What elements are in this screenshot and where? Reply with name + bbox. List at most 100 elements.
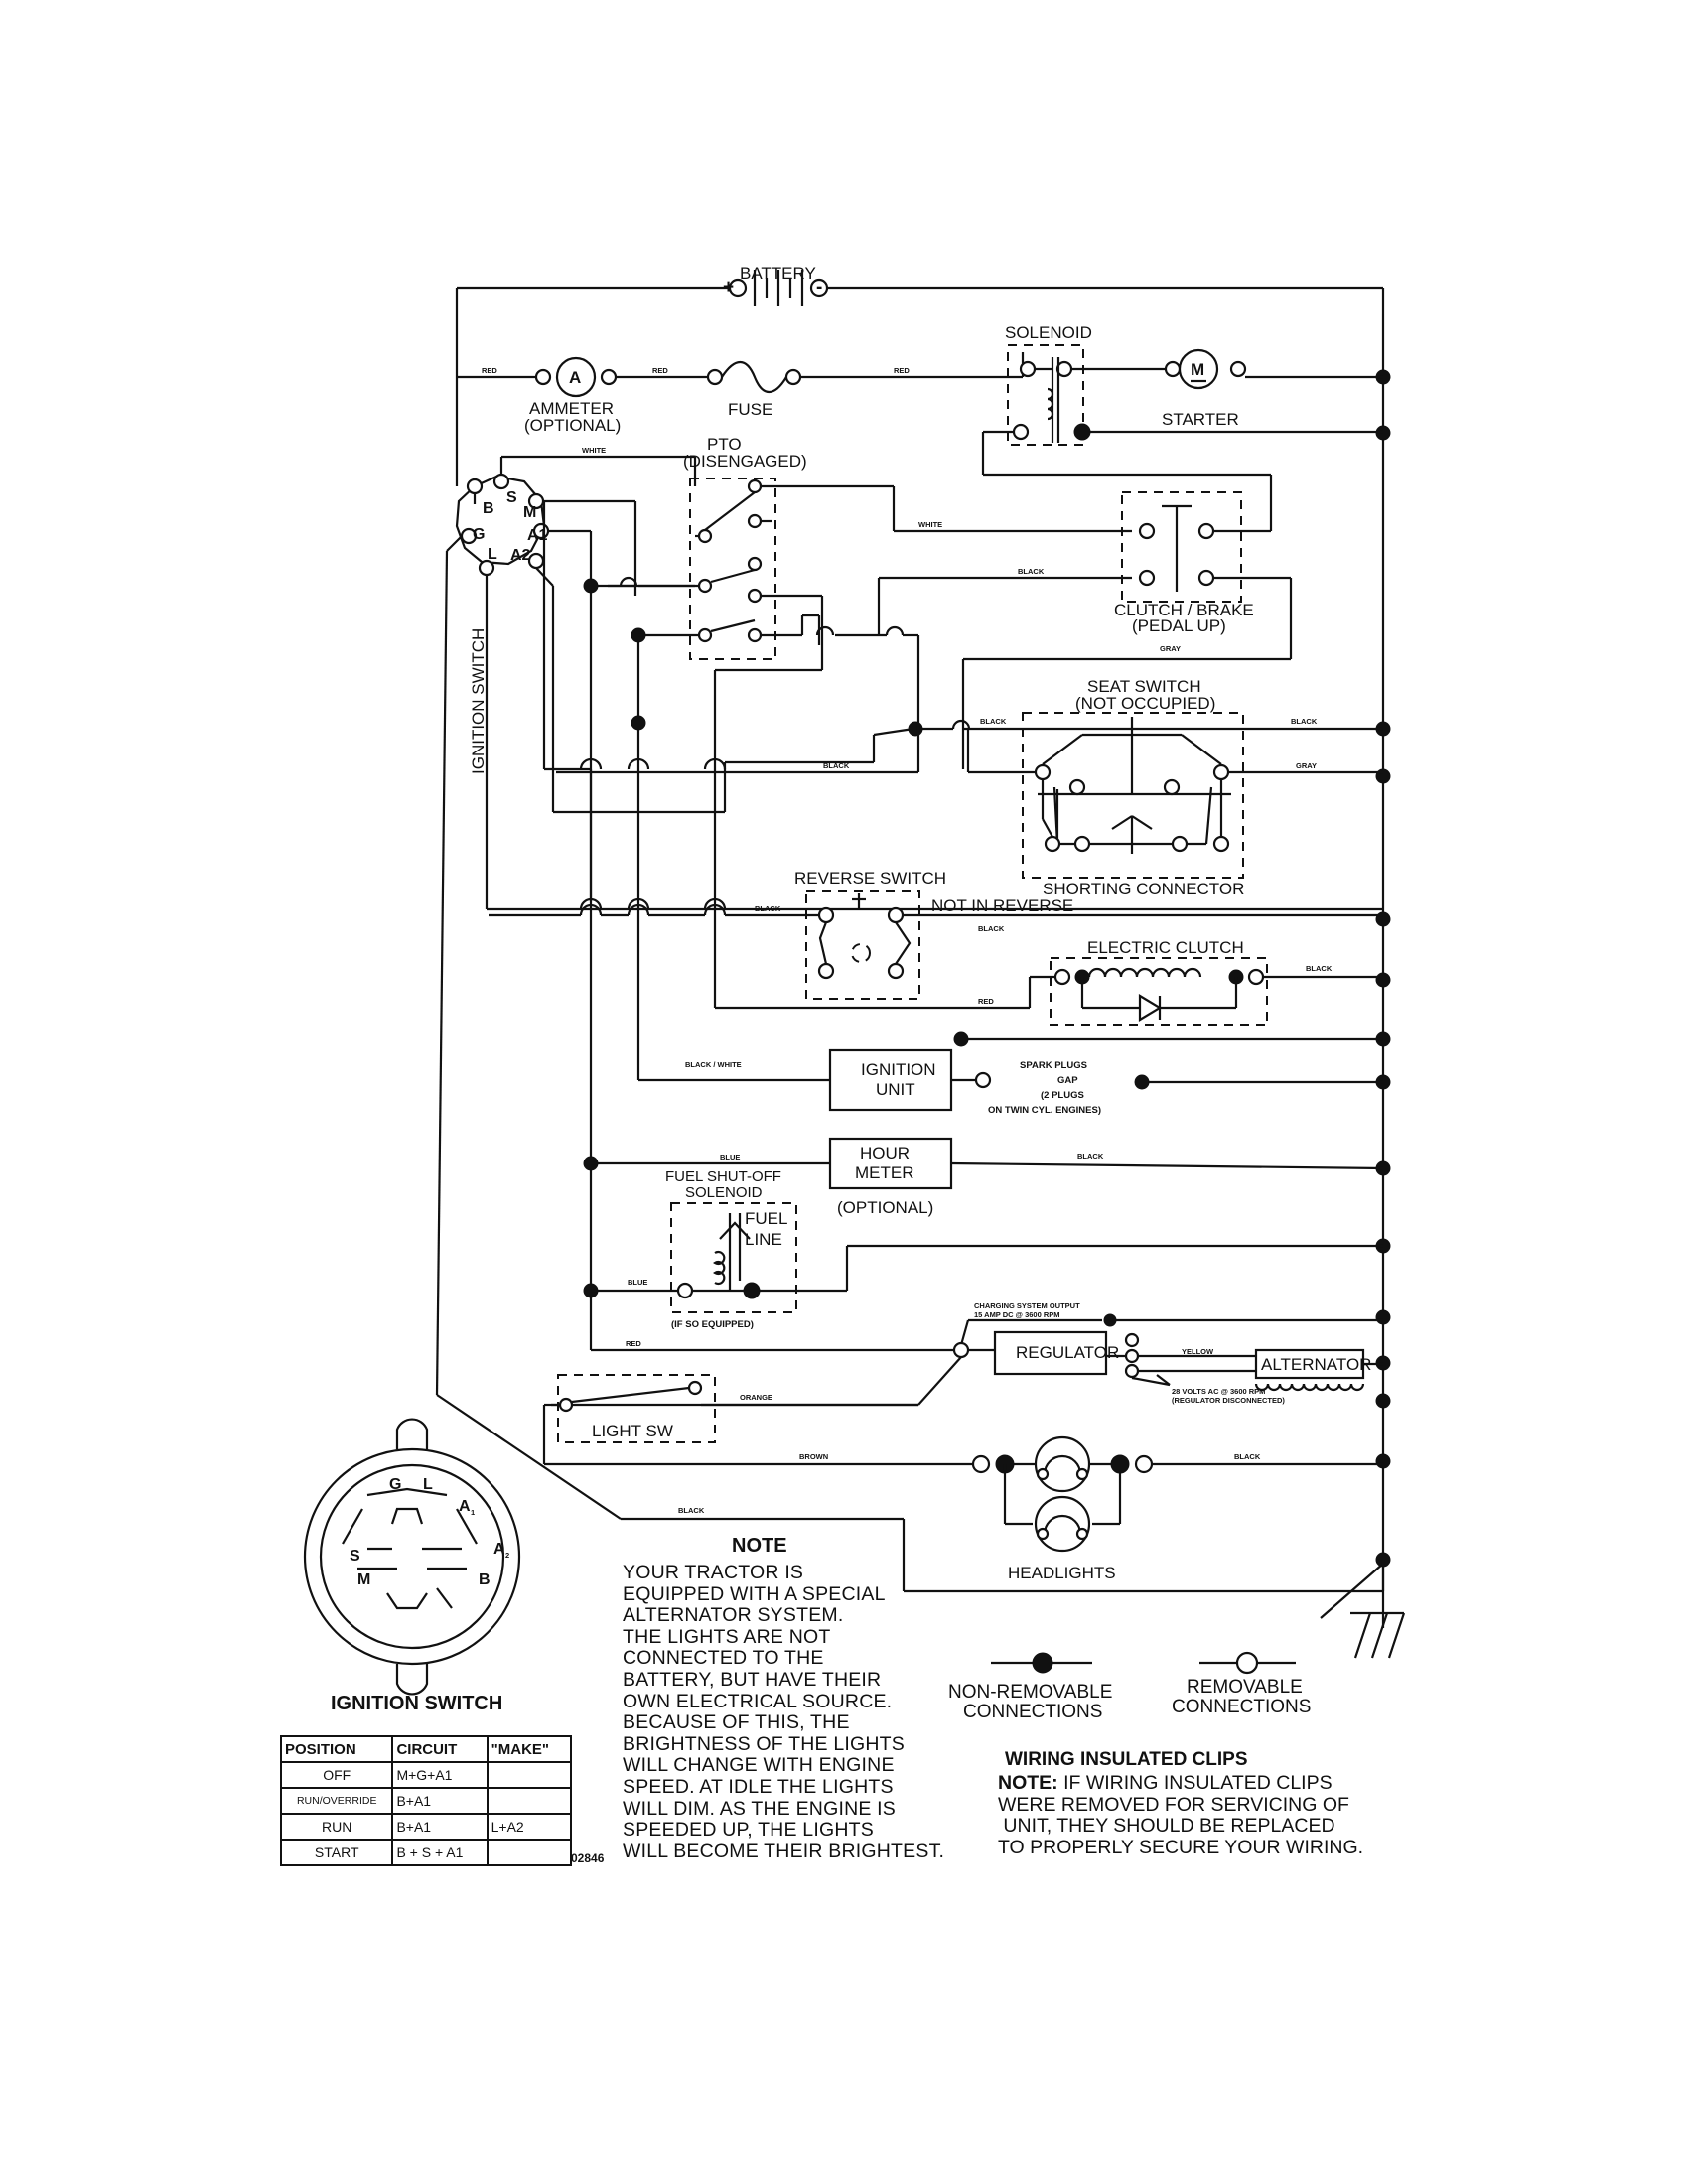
headlights: BLACK HEADLIGHTS [971, 1435, 1383, 1582]
light-switch: LIGHT SW ORANGE BROWN [542, 1374, 973, 1466]
header-make: "MAKE" [486, 1735, 573, 1763]
spark-plugs-label-3: (2 PLUGS [1041, 1090, 1084, 1101]
wire-color-red: RED [652, 366, 668, 375]
clips-note-line: TO PROPERLY SECURE YOUR WIRING. [998, 1836, 1364, 1858]
starter: M STARTER [1162, 348, 1383, 429]
wire-color-white: WHITE [918, 520, 942, 529]
note-line: WILL CHANGE WITH ENGINE [623, 1754, 895, 1777]
ignition-unit: IGNITION UNIT BLACK / WHITE SPARK PLUGS … [636, 1048, 1383, 1116]
clips-note-line: UNIT, THEY SHOULD BE REPLACED [998, 1815, 1335, 1838]
ignition-unit-label-2: UNIT [876, 1080, 915, 1099]
row-extra [486, 1761, 573, 1789]
hour-meter-optional: (OPTIONAL) [837, 1198, 933, 1217]
row-extra [486, 1839, 573, 1866]
wire-color-white: WHITE [582, 446, 606, 455]
alternator-label: ALTERNATOR [1261, 1355, 1371, 1374]
table-row: OFF M+G+A1 [279, 1761, 573, 1789]
fuel-solenoid-label-2: SOLENOID [685, 1184, 763, 1201]
wire-color-black: BLACK [755, 904, 781, 913]
ignition-switch-table: POSITION CIRCUIT "MAKE" OFF M+G+A1 RUN/O… [279, 1735, 573, 1866]
seat-switch-sublabel: (NOT OCCUPIED) [1075, 694, 1215, 713]
wiring-clips-note: NOTE: IF WIRING INSULATED CLIPS WERE REM… [998, 1772, 1364, 1858]
note-line: BECAUSE OF THIS, THE [623, 1711, 850, 1734]
row-position: OFF [279, 1761, 394, 1789]
wire-color-brown: BROWN [799, 1452, 828, 1461]
wire-color-black-white: BLACK / WHITE [685, 1060, 742, 1069]
wire-color-black: BLACK [1077, 1152, 1104, 1160]
face-b: B [479, 1571, 491, 1588]
row-circuit: B+A1 [391, 1813, 489, 1841]
ground-symbol [1387, 1612, 1406, 1659]
alternator-volts-label-1: 28 VOLTS AC @ 3600 RPM [1172, 1387, 1265, 1396]
seat-switch-label: SEAT SWITCH [1087, 677, 1201, 696]
regulator: CHARGING SYSTEM OUTPUT 15 AMP DC @ 3600 … [551, 1301, 1383, 1407]
reverse-switch-label: REVERSE SWITCH [794, 869, 946, 887]
junction [953, 1031, 969, 1047]
clutch-brake-sublabel: (PEDAL UP) [1132, 616, 1226, 635]
solenoid-label: SOLENOID [1005, 323, 1092, 341]
battery-plus: + [723, 277, 734, 298]
face-a2-sub: 2 [505, 1551, 509, 1560]
starter-label: STARTER [1162, 410, 1239, 429]
shorting-connector-label: SHORTING CONNECTOR [1043, 880, 1244, 898]
not-in-reverse-label: NOT IN REVERSE [931, 896, 1073, 915]
wire-color-blue: BLUE [628, 1278, 647, 1287]
ammeter: A AMMETER (OPTIONAL) RED [457, 356, 621, 435]
starter-symbol: M [1191, 360, 1204, 379]
header-position: POSITION [279, 1735, 394, 1763]
spark-plugs-label-2: GAP [1057, 1075, 1078, 1086]
junction [583, 578, 599, 594]
face-l: L [423, 1476, 433, 1493]
note-line: WILL BECOME THEIR BRIGHTEST. [623, 1840, 945, 1862]
pin-s: S [506, 489, 517, 506]
removable-label-1: REMOVABLE [1187, 1677, 1303, 1698]
reverse-switch: REVERSE SWITCH BLACK NOT IN REVERSE BLAC… [745, 869, 1383, 1000]
junction [908, 721, 923, 737]
pin-m: M [523, 504, 536, 521]
note-line: WILL DIM. AS THE ENGINE IS [623, 1797, 897, 1820]
non-removable-label-2: CONNECTIONS [963, 1702, 1102, 1722]
note-line: YOUR TRACTOR IS [623, 1562, 804, 1583]
ignition-unit-label-1: IGNITION [861, 1060, 936, 1079]
wire-color-black: BLACK [1234, 1452, 1261, 1461]
charging-output-label-2: 15 AMP DC @ 3600 RPM [974, 1310, 1060, 1319]
wire-color-red: RED [978, 997, 994, 1006]
regulator-label: REGULATOR [1016, 1343, 1119, 1362]
drawing-number: 02846 [571, 1851, 605, 1865]
row-circuit: B + S + A1 [391, 1839, 489, 1866]
face-s: S [350, 1548, 360, 1565]
fuel-solenoid-label-1: FUEL SHUT-OFF [665, 1168, 781, 1185]
table-row: RUN B+A1 L+A2 [279, 1813, 573, 1841]
wire-color-gray: GRAY [1160, 644, 1181, 653]
ignition-switch-vertical-label: IGNITION SWITCH [469, 628, 488, 774]
alternator-volts-label-2: (REGULATOR DISCONNECTED) [1172, 1396, 1285, 1405]
wire-color-black: BLACK [1018, 567, 1045, 576]
wire-color-black: BLACK [1291, 717, 1318, 726]
wire-color-black: BLACK [980, 717, 1007, 726]
wire-color-black: BLACK [823, 761, 850, 770]
face-g: G [389, 1476, 401, 1493]
row-position: RUN/OVERRIDE [279, 1787, 394, 1815]
note-line: CONNECTED TO THE [623, 1647, 824, 1670]
charging-output-label-1: CHARGING SYSTEM OUTPUT [974, 1301, 1080, 1310]
electric-clutch: ELECTRIC CLUTCH BLACK RED [715, 938, 1383, 1026]
face-a1: A [459, 1498, 471, 1515]
pin-a2: A2 [510, 547, 531, 564]
pin-l: L [488, 546, 497, 563]
ammeter-optional: (OPTIONAL) [524, 416, 621, 435]
row-circuit: M+G+A1 [391, 1761, 489, 1789]
battery-label: BATTERY [740, 264, 816, 283]
wire-color-orange: ORANGE [740, 1393, 772, 1402]
alternator: ALTERNATOR [1254, 1348, 1383, 1392]
note-body: YOUR TRACTOR IS EQUIPPED WITH A SPECIAL … [623, 1562, 945, 1862]
seat-switch: SEAT SWITCH (NOT OCCUPIED) SHORTING CONN… [966, 677, 1383, 898]
electric-clutch-label: ELECTRIC CLUTCH [1087, 938, 1244, 957]
wire-color-black: BLACK [1306, 964, 1333, 973]
wire-color-yellow: YELLOW [1182, 1347, 1214, 1356]
note-line: THE LIGHTS ARE NOT [623, 1625, 831, 1648]
clutch-brake-switch: CLUTCH / BRAKE (PEDAL UP) GRAY [961, 491, 1293, 769]
face-a1-sub: 1 [471, 1508, 475, 1517]
row-extra: L+A2 [486, 1813, 573, 1841]
headlights-label: HEADLIGHTS [1008, 1564, 1116, 1582]
